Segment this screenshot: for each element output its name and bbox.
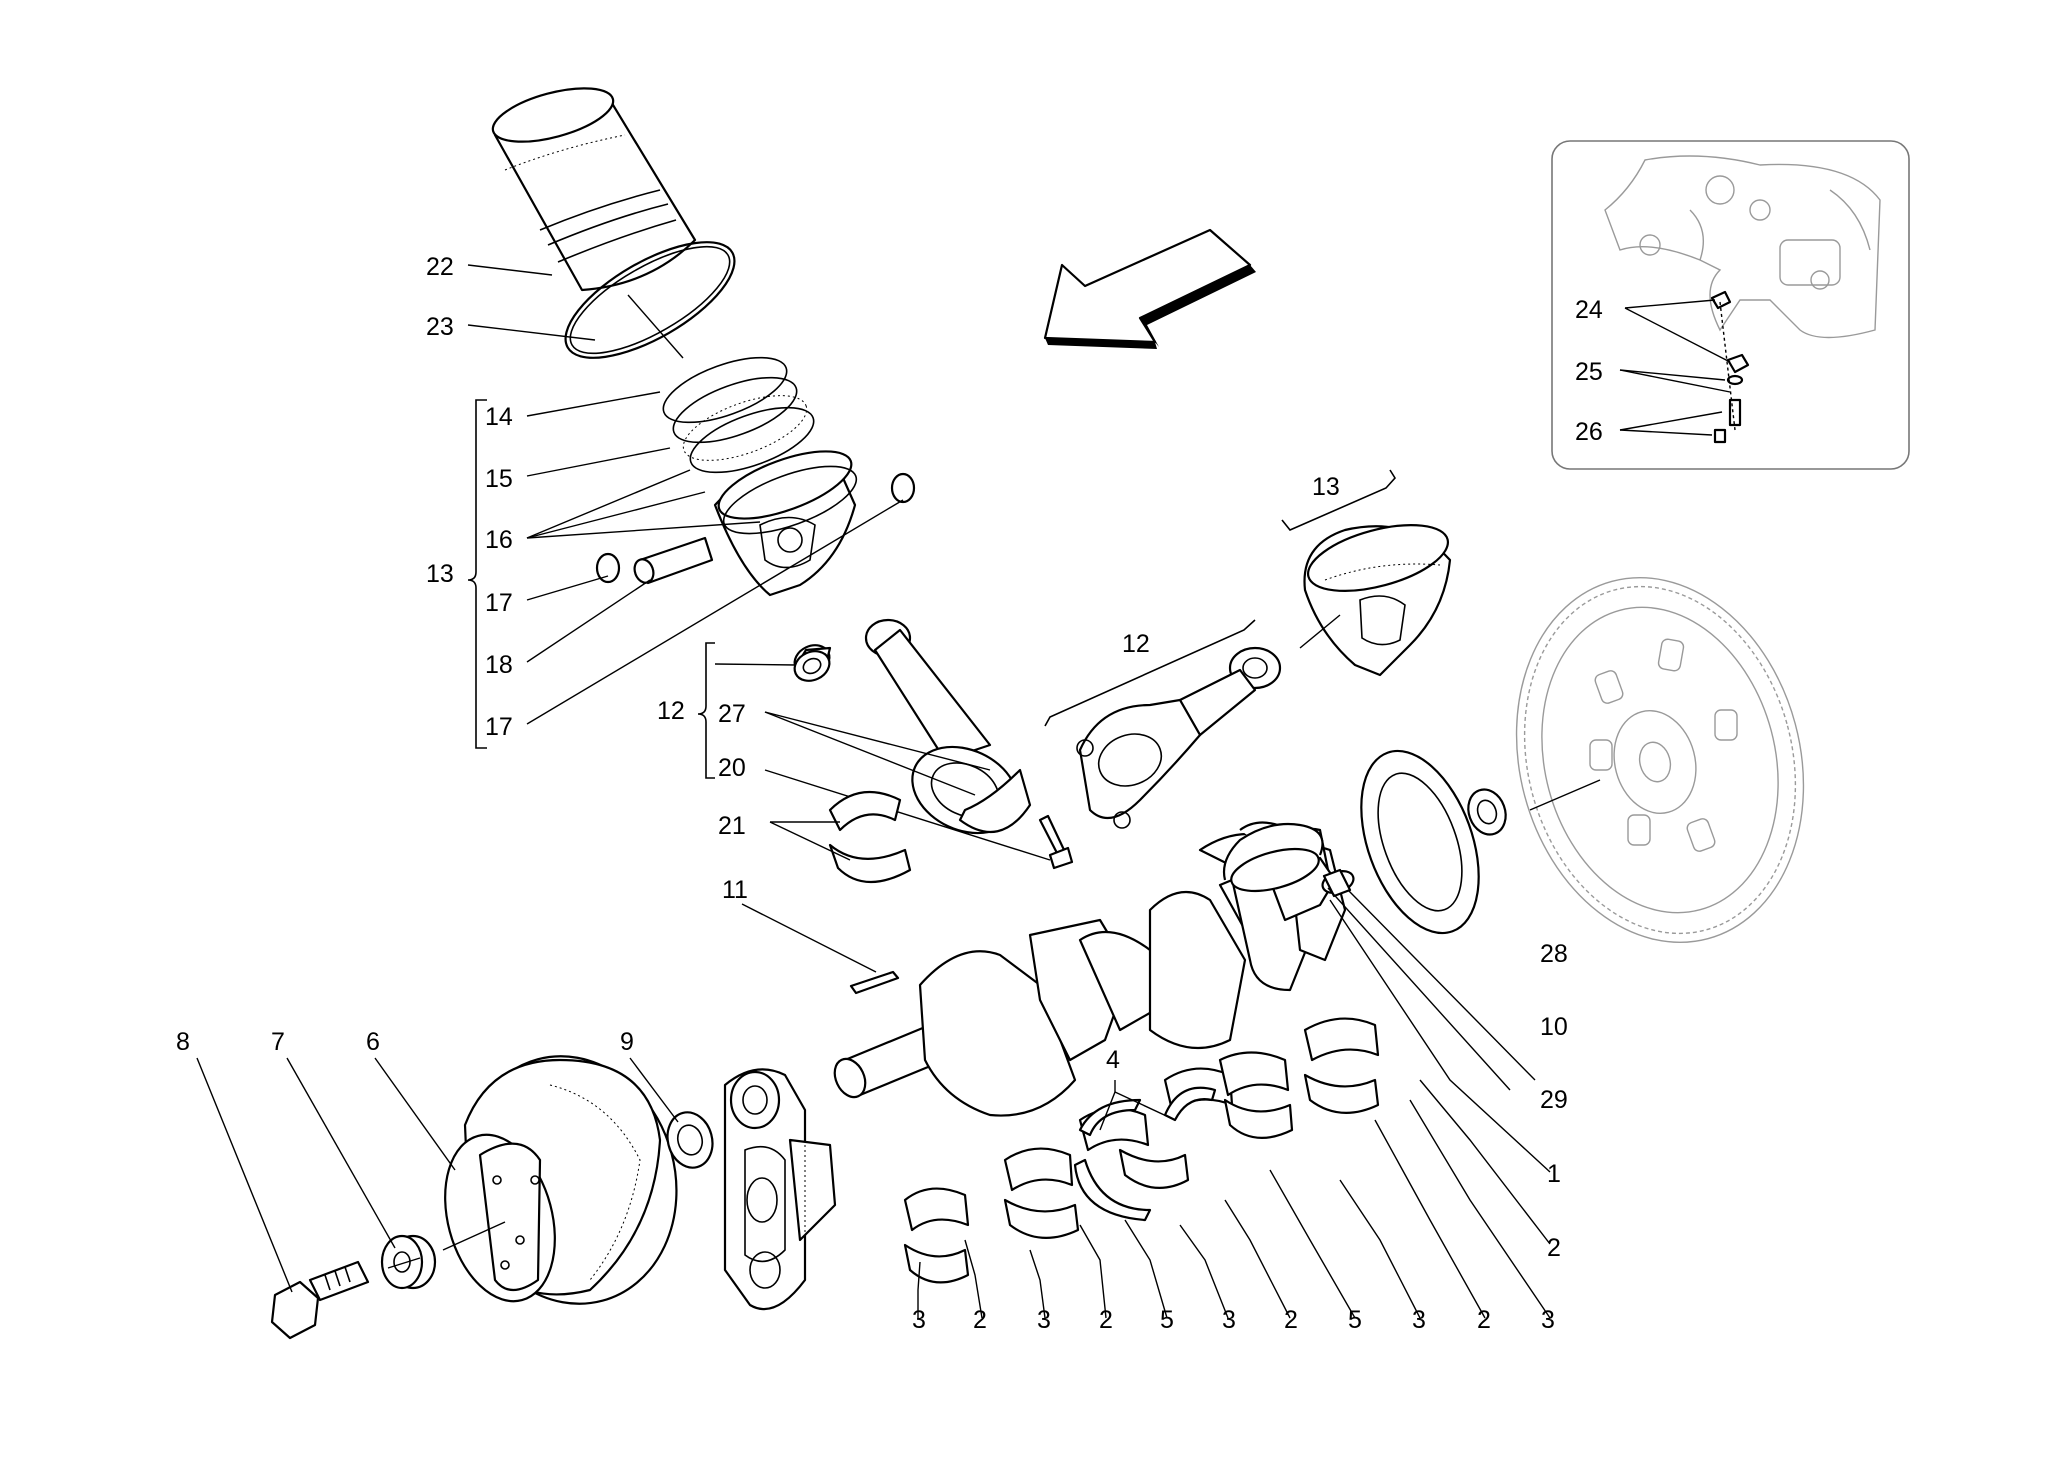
crankshaft-plug bbox=[1321, 868, 1355, 898]
callout-bottom-3a: 3 bbox=[912, 1306, 926, 1334]
callout-bottom-3d: 3 bbox=[1412, 1306, 1426, 1334]
piston-rings bbox=[662, 356, 815, 474]
callout-14: 14 bbox=[485, 403, 513, 431]
crankshaft-pulley bbox=[444, 1055, 678, 1305]
callout-2-right: 2 bbox=[1547, 1234, 1561, 1262]
callout-28: 28 bbox=[1540, 940, 1568, 968]
callout-8: 8 bbox=[176, 1028, 190, 1056]
callout-21: 21 bbox=[718, 812, 746, 840]
callout-6: 6 bbox=[366, 1028, 380, 1056]
bracket-12-left bbox=[697, 642, 715, 779]
callout-26: 26 bbox=[1575, 418, 1603, 446]
direction-arrow bbox=[1043, 228, 1256, 349]
callout-17-bottom: 17 bbox=[485, 713, 513, 741]
callout-bottom-2b: 2 bbox=[1099, 1306, 1113, 1334]
pilot-bearing bbox=[1467, 788, 1507, 836]
callout-18: 18 bbox=[485, 651, 513, 679]
callout-12-left: 12 bbox=[657, 697, 685, 725]
callout-15: 15 bbox=[485, 465, 513, 493]
pulley-bolt bbox=[270, 1260, 370, 1340]
callout-23: 23 bbox=[426, 313, 454, 341]
callout-27: 27 bbox=[718, 700, 746, 728]
callout-13-left: 13 bbox=[426, 560, 454, 588]
piston bbox=[713, 450, 858, 597]
callout-22: 22 bbox=[426, 253, 454, 281]
cylinder-liner bbox=[491, 87, 697, 292]
timing-chain-sprocket bbox=[723, 1068, 837, 1311]
callout-9: 9 bbox=[620, 1028, 634, 1056]
circlip-right bbox=[890, 472, 916, 504]
crankshaft-key bbox=[849, 970, 900, 995]
main-bearing-shells bbox=[903, 1017, 1380, 1284]
small-end-bushing bbox=[793, 644, 832, 682]
rod-bearing-shells bbox=[828, 790, 912, 884]
front-seal bbox=[666, 1111, 714, 1169]
piston-pin bbox=[633, 536, 714, 585]
callout-bottom-2c: 2 bbox=[1284, 1306, 1298, 1334]
callout-1: 1 bbox=[1547, 1160, 1561, 1188]
callout-bottom-3b: 3 bbox=[1037, 1306, 1051, 1334]
callout-bottom-2d: 2 bbox=[1477, 1306, 1491, 1334]
connecting-rod-right bbox=[1076, 646, 1282, 829]
callout-bottom-3e: 3 bbox=[1541, 1306, 1555, 1334]
callout-20: 20 bbox=[718, 754, 746, 782]
flywheel bbox=[1515, 576, 1805, 944]
callout-bottom-5b: 5 bbox=[1348, 1306, 1362, 1334]
callout-29: 29 bbox=[1540, 1086, 1568, 1114]
callout-13-right: 13 bbox=[1312, 473, 1340, 501]
callout-25: 25 bbox=[1575, 358, 1603, 386]
bracket-12-right bbox=[1044, 619, 1256, 727]
crankshaft bbox=[833, 821, 1347, 1117]
callout-bottom-3c: 3 bbox=[1222, 1306, 1236, 1334]
callout-7: 7 bbox=[271, 1028, 285, 1056]
crankshaft-rear-seal bbox=[1360, 749, 1480, 935]
pulley-washer bbox=[380, 1234, 437, 1290]
piston-right bbox=[1303, 524, 1452, 677]
bracket-13-left bbox=[467, 399, 487, 749]
liner-seal-ring bbox=[564, 241, 736, 359]
callout-24: 24 bbox=[1575, 296, 1603, 324]
callout-bottom-5a: 5 bbox=[1160, 1306, 1174, 1334]
callout-4: 4 bbox=[1106, 1046, 1120, 1074]
callout-11: 11 bbox=[722, 876, 748, 904]
callout-10: 10 bbox=[1540, 1013, 1568, 1041]
callout-17-top: 17 bbox=[485, 589, 513, 617]
callout-12-right: 12 bbox=[1122, 630, 1150, 658]
inset-panel bbox=[1551, 140, 1910, 470]
circlip-left bbox=[595, 552, 621, 584]
callout-bottom-2a: 2 bbox=[973, 1306, 987, 1334]
bracket-13-right bbox=[1281, 469, 1396, 531]
connecting-rod-left bbox=[864, 618, 1074, 870]
callout-16: 16 bbox=[485, 526, 513, 554]
thrust-washers bbox=[1073, 1086, 1217, 1222]
